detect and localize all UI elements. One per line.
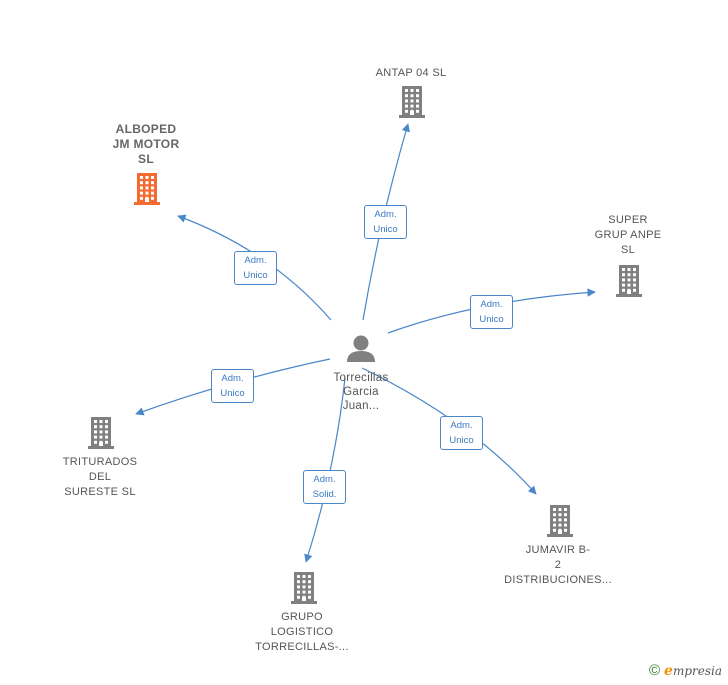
company-label-grupo[interactable]: GRUPO LOGISTICO TORRECILLAS-... [244, 610, 360, 655]
edge-role-line: Unico [449, 435, 474, 446]
person-name-line: Torrecillas [333, 372, 389, 384]
company-label-line: GRUP ANPE [594, 229, 662, 241]
company-label-line: GRUPO [281, 611, 323, 623]
company-label-triturados[interactable]: TRITURADOS DEL SURESTE SL [48, 455, 152, 500]
edge-role-line: Unico [373, 224, 398, 235]
company-label-line: TRITURADOS [62, 456, 138, 468]
company-label-line: JM MOTOR [112, 137, 180, 151]
edge-role-line: Adm. [221, 373, 244, 384]
person-name-line: Juan... [342, 400, 380, 412]
company-label-line: 2 [554, 559, 562, 571]
edge-role-line: Unico [479, 314, 504, 325]
edge-role-jumavir[interactable]: Adm. Unico [440, 416, 483, 450]
company-label-line: LOGISTICO [270, 626, 334, 638]
building-icon[interactable] [134, 173, 160, 205]
company-label-line: SURESTE SL [64, 486, 136, 498]
edge-role-line: Solid. [312, 489, 337, 500]
person-icon[interactable] [347, 335, 375, 363]
company-label-line: DISTRIBUCIONES... [504, 574, 612, 586]
company-label-super[interactable]: SUPER GRUP ANPE SL [578, 213, 678, 258]
edge-role-alboped[interactable]: Adm. Unico [234, 251, 277, 285]
edge-role-triturados[interactable]: Adm. Unico [211, 369, 254, 403]
company-label-antap[interactable]: ANTAP 04 SL [350, 66, 472, 81]
edge-role-line: Adm. [480, 299, 503, 310]
brand-logo: empresia [664, 662, 722, 679]
building-icon[interactable] [291, 572, 317, 604]
company-label-line: SUPER [608, 214, 648, 226]
building-icon[interactable] [616, 265, 642, 297]
copyright-icon: © [648, 662, 661, 679]
company-label-line: TORRECILLAS-... [255, 641, 349, 653]
company-label-line: ALBOPED [115, 122, 177, 136]
company-label-jumavir[interactable]: JUMAVIR B- 2 DISTRIBUCIONES... [494, 543, 622, 588]
company-label-line: SL [620, 244, 636, 256]
edge-role-line: Adm. [313, 474, 336, 485]
company-label-line: DEL [88, 471, 112, 483]
edge-role-grupo[interactable]: Adm. Solid. [303, 470, 346, 504]
edge-role-line: Adm. [450, 420, 473, 431]
footer-brand[interactable]: © empresia [649, 662, 722, 679]
company-label-line: ANTAP 04 SL [375, 67, 447, 79]
company-label-alboped[interactable]: ALBOPED JM MOTOR SL [88, 122, 204, 167]
edge-role-super[interactable]: Adm. Unico [470, 295, 513, 329]
building-icon[interactable] [88, 417, 114, 449]
edge-role-line: Adm. [244, 255, 267, 266]
edge-role-line: Adm. [374, 209, 397, 220]
edge-role-line: Unico [220, 388, 245, 399]
edge-role-antap[interactable]: Adm. Unico [364, 205, 407, 239]
building-icon[interactable] [399, 86, 425, 118]
company-label-line: JUMAVIR B- [525, 544, 591, 556]
building-icon[interactable] [547, 505, 573, 537]
person-node-label[interactable]: Torrecillas Garcia Juan... [314, 371, 408, 413]
edge-role-line: Unico [243, 270, 268, 281]
person-name-line: Garcia [343, 386, 379, 398]
company-label-line: SL [138, 152, 154, 166]
